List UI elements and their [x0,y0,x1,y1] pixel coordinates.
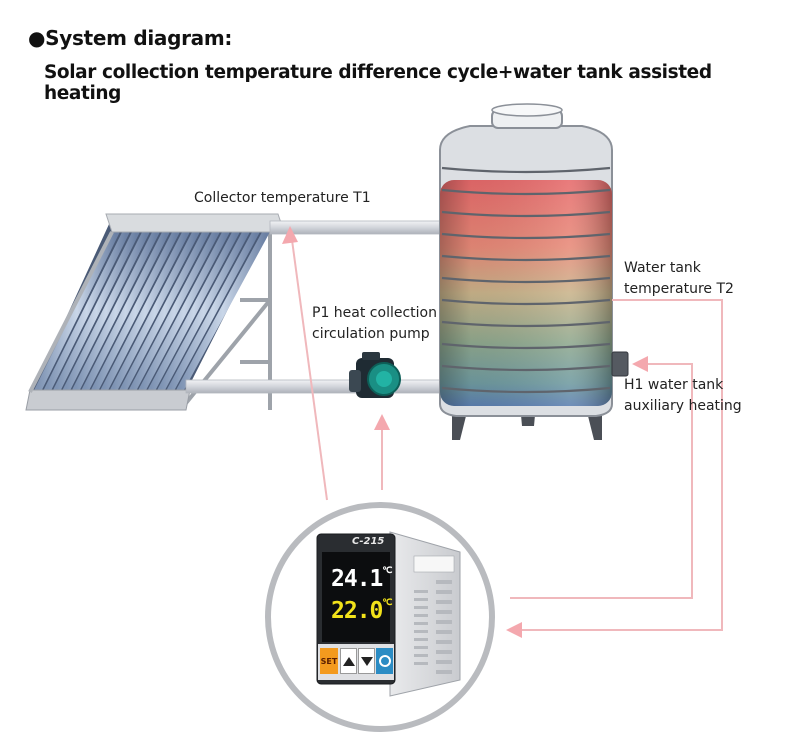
tank-temperature-label: Water tank temperature T2 [624,260,734,297]
tank-rib [441,210,611,218]
vent-slot [414,654,428,657]
vent-slot [414,622,428,625]
display-temp-bottom: 22.0℃ [331,598,393,624]
vacuum-tube [119,228,210,394]
tank-rib [441,254,611,262]
tank-rib [441,276,611,284]
vent-slot [414,598,428,601]
vacuum-tube [138,228,230,394]
vent-slot [436,610,452,614]
display-temp-top: 24.1℃ [331,566,393,592]
vacuum-tube [110,228,200,394]
vacuum-tube [148,228,240,394]
vent-slot [436,620,452,624]
tank-rib [441,364,611,372]
vacuum-tube [53,228,140,394]
arrow-left-icon [506,622,522,638]
power-icon [378,655,391,667]
vacuum-tube [43,228,130,394]
down-button[interactable] [358,648,375,674]
vent-slot [414,606,428,609]
vacuum-tube [129,228,220,394]
vent-slot [414,630,428,633]
collector-temperature-label: Collector temperature T1 [194,190,371,206]
vent-slot [414,662,428,665]
set-button[interactable]: SET [320,648,338,674]
tank-rib [441,386,611,394]
vacuum-tube [100,228,190,394]
water-tank [439,103,629,440]
vent-slot [414,638,428,641]
unit-label: ℃ [382,566,392,576]
vacuum-tube [176,228,270,394]
tank-rib [441,298,611,306]
arrow-up-icon [282,226,298,244]
vent-slot [436,660,452,664]
signal-lines [291,239,723,631]
vent-slot [436,600,452,604]
vacuum-tube [91,228,180,394]
vacuum-tube [157,228,250,394]
pump-label: P1 heat collection circulation pump [312,305,437,342]
vent-slot [436,580,452,584]
power-button[interactable] [376,648,393,674]
vent-slot [436,670,452,674]
solar-collector [25,213,285,411]
vent-slot [436,650,452,654]
vent-slot [436,590,452,594]
tank-rib [441,320,611,328]
up-button[interactable] [340,648,357,674]
vacuum-tube [81,228,170,394]
vent-slot [414,646,428,649]
diagram-subtitle: Solar collection temperature difference … [44,62,712,104]
vacuum-tube [34,228,120,394]
circulation-pump [349,352,401,398]
signal-arrows [282,226,648,638]
tank-rib [441,342,611,350]
vent-slot [414,590,428,593]
vent-slot [436,630,452,634]
bullet-icon: ● [28,26,46,50]
page-title: ●System diagram: [28,26,233,50]
vacuum-tube [72,228,160,394]
vent-slot [414,614,428,617]
vacuum-tube [167,228,260,394]
triangle-up-icon [342,656,355,666]
tank-rib [441,166,611,174]
arrow-up-icon [374,414,390,430]
tank-rib [441,232,611,240]
tank-rib [441,188,611,196]
triangle-down-icon [360,656,373,666]
vacuum-tube [62,228,150,394]
controller-model: C-215 [352,536,385,547]
vent-slot [436,640,452,644]
unit-label: ℃ [382,598,392,608]
auxiliary-heating-label: H1 water tank auxiliary heating [624,377,742,414]
arrow-left-icon [632,356,648,372]
